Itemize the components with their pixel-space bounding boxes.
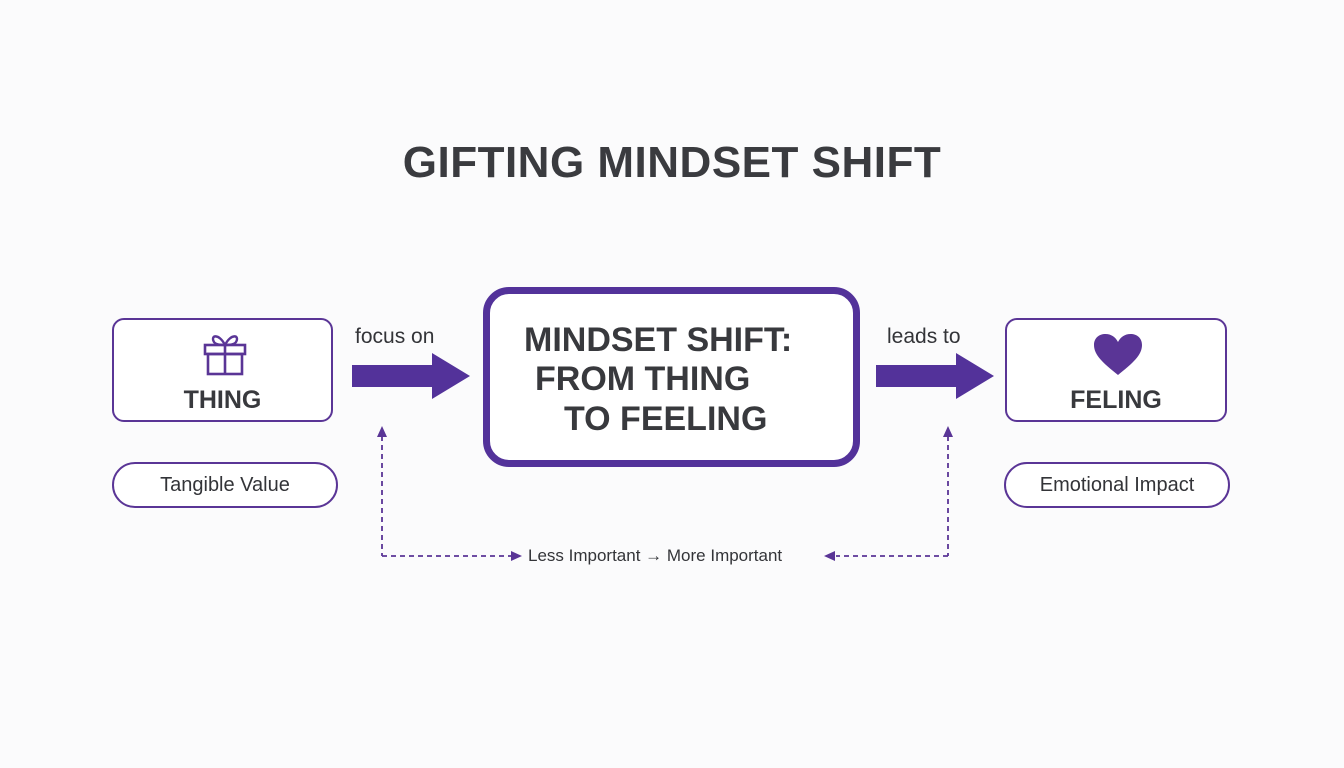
mindset-shift-node: MINDSET SHIFT: FROM THING TO FEELING	[483, 287, 860, 467]
left-right-arrowhead	[511, 551, 522, 561]
right-dashed-connector	[836, 436, 949, 557]
leads-to-arrow	[876, 353, 994, 399]
diagram-title: GIFTING MINDSET SHIFT	[402, 138, 942, 187]
feeling-label: FELING	[1070, 386, 1162, 414]
leads-to-label: leads to	[887, 325, 961, 348]
focus-on-arrow	[352, 353, 470, 399]
focus-on-label: focus on	[355, 325, 435, 348]
heart-icon	[1094, 334, 1142, 375]
right-up-arrowhead	[943, 426, 953, 437]
right-left-arrowhead	[824, 551, 835, 561]
emotional-impact-tag: Emotional Impact	[1004, 462, 1230, 508]
importance-label: Less Important → More Important	[528, 546, 783, 565]
left-up-arrowhead	[377, 426, 387, 437]
thing-label: THING	[183, 386, 262, 414]
left-dashed-connector	[381, 436, 512, 557]
center-line-3: TO FEELING	[564, 400, 768, 438]
feeling-node: FELING	[1005, 318, 1227, 422]
gift-icon	[203, 335, 247, 376]
thing-node: THING	[112, 318, 333, 422]
center-line-1: MINDSET SHIFT:	[524, 321, 793, 359]
tangible-value-tag: Tangible Value	[112, 462, 338, 508]
center-line-2: FROM THING	[535, 360, 751, 398]
